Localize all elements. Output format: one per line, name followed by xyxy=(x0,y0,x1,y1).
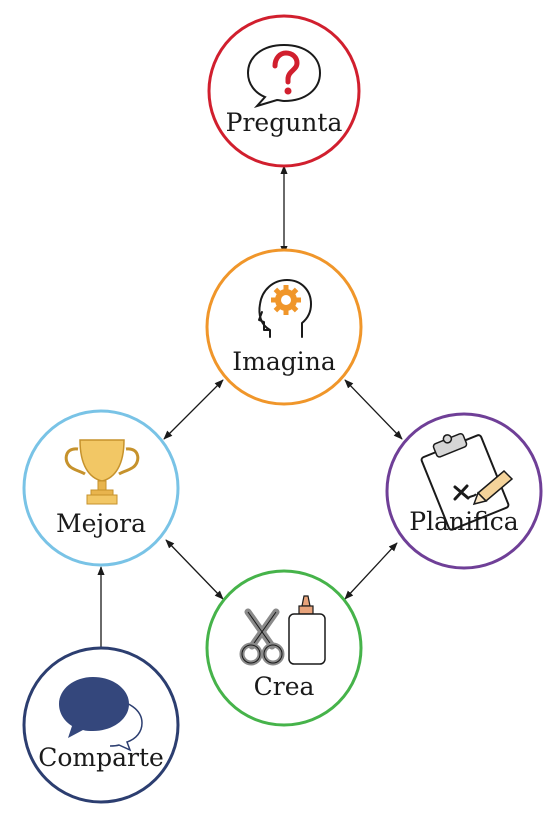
head-gear-icon xyxy=(258,279,312,338)
connectors xyxy=(97,165,403,656)
question-speech-bubble-icon xyxy=(246,43,322,108)
node-crea-label: Crea xyxy=(254,672,315,701)
scissors-glue-icon xyxy=(239,595,326,666)
arrow-imagina-planifica xyxy=(344,379,403,440)
chat-bubbles-icon xyxy=(59,677,143,752)
clipboard-pencil-icon xyxy=(420,433,514,531)
node-crea: Crea xyxy=(205,569,363,727)
trophy-icon xyxy=(64,439,140,505)
node-planifica-label: Planifica xyxy=(409,507,518,536)
arrow-mejora-imagina xyxy=(163,379,224,440)
node-imagina-label: Imagina xyxy=(232,347,336,376)
node-mejora: Mejora xyxy=(22,409,180,567)
node-pregunta: Pregunta xyxy=(207,14,361,168)
node-comparte-label: Comparte xyxy=(38,743,164,772)
node-mejora-label: Mejora xyxy=(56,509,146,538)
node-pregunta-label: Pregunta xyxy=(226,108,343,137)
arrow-crea-mejora xyxy=(165,539,224,600)
arrow-planifica-crea xyxy=(344,542,398,600)
node-imagina: Imagina xyxy=(205,248,363,406)
node-planifica: Planifica xyxy=(385,412,543,570)
node-comparte: Comparte xyxy=(22,646,180,804)
node-imagina-circle xyxy=(205,248,363,406)
node-crea-circle xyxy=(205,569,363,727)
